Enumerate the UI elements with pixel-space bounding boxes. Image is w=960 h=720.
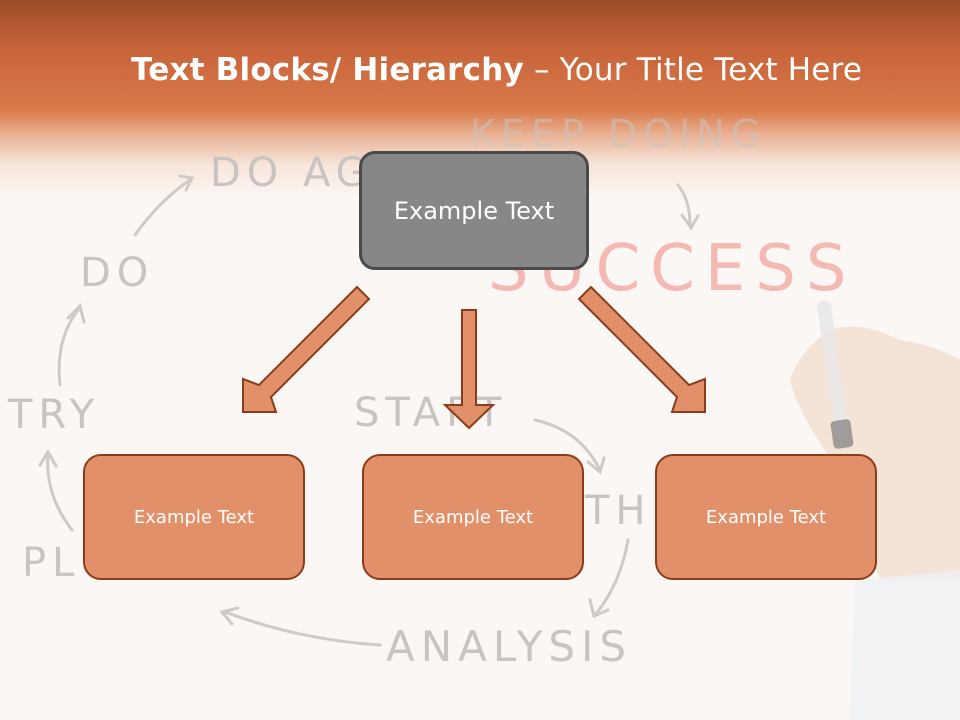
sketch-arrow bbox=[588, 598, 610, 619]
top-level-box: Example Text bbox=[359, 151, 589, 270]
sketch-arrow bbox=[593, 538, 630, 617]
hand-illustration bbox=[790, 300, 960, 720]
sketch-word-keep-doing: KEEP DOING bbox=[470, 112, 767, 156]
sketch-arrow bbox=[533, 418, 602, 472]
sketch-arrow bbox=[223, 610, 382, 647]
sketch-word-thi: THI bbox=[585, 488, 670, 534]
sketch-arrow bbox=[133, 178, 192, 237]
sketch-arrow bbox=[66, 303, 86, 324]
sketch-word-try: TRY bbox=[8, 392, 101, 438]
sketch-arrow bbox=[57, 308, 80, 387]
sketch-arrow bbox=[219, 606, 240, 626]
sketch-word-analysis: ANALYSIS bbox=[386, 622, 633, 671]
child-box-left: Example Text bbox=[83, 454, 305, 580]
sketch-arrow bbox=[586, 456, 606, 475]
sketch-arrow bbox=[676, 183, 692, 227]
child-box-middle: Example Text bbox=[362, 454, 584, 580]
arrow-right bbox=[577, 285, 706, 413]
arrow-center bbox=[442, 309, 496, 430]
sketch-arrow bbox=[680, 213, 700, 231]
arrow-left bbox=[242, 285, 371, 413]
sketch-word-do: DO bbox=[80, 250, 155, 296]
child-box-right: Example Text bbox=[655, 454, 877, 580]
sketch-arrow bbox=[178, 174, 195, 192]
sketch-arrow bbox=[46, 453, 74, 532]
sketch-arrow bbox=[38, 449, 58, 468]
slide-title: Text Blocks/ Hierarchy – Your Title Text… bbox=[131, 52, 862, 88]
sketch-word-pl: PL bbox=[22, 540, 81, 586]
slide-title-bold: Text Blocks/ Hierarchy bbox=[131, 52, 524, 88]
slide-title-rest: – Your Title Text Here bbox=[523, 52, 863, 88]
